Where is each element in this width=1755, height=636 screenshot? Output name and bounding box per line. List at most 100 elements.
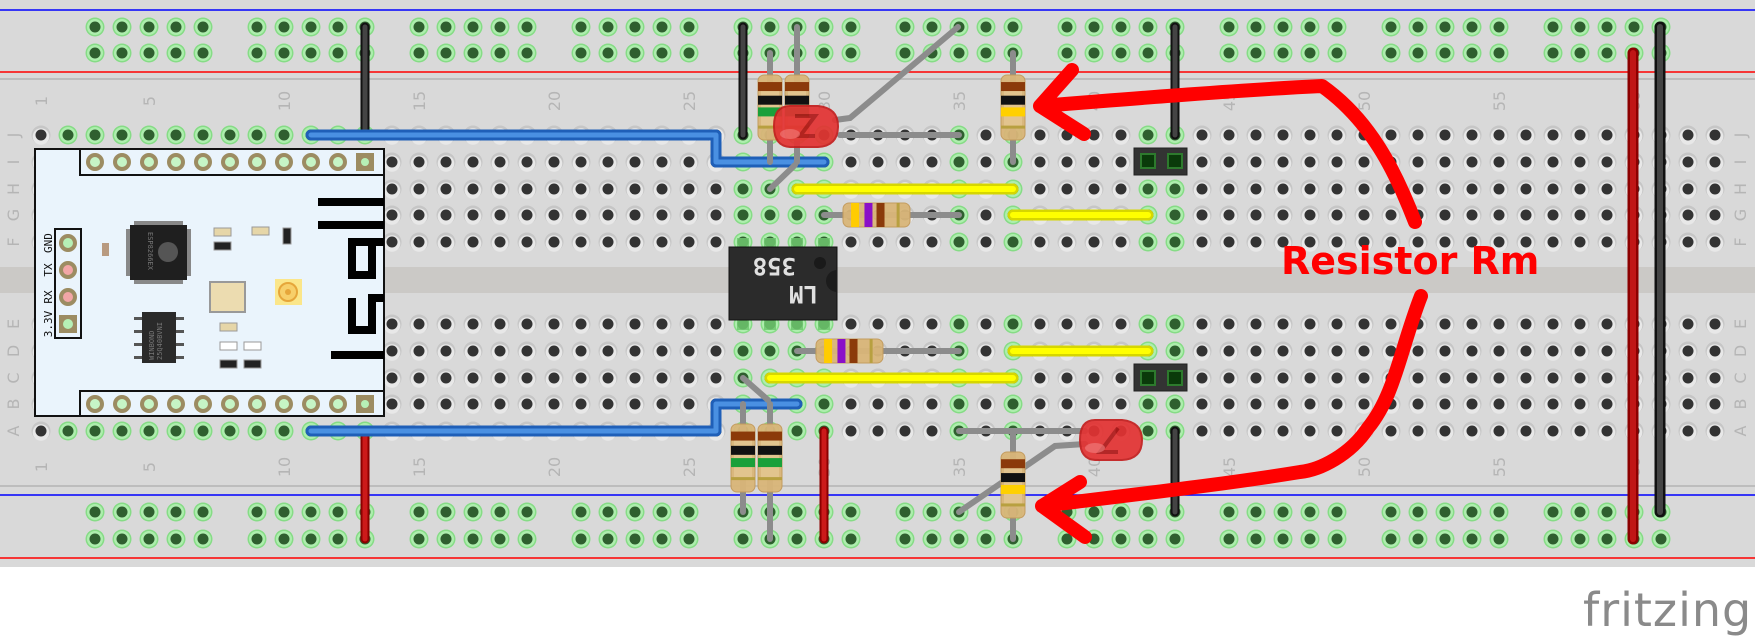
rail-hole[interactable] [787, 529, 807, 549]
esp-header-pin[interactable] [248, 153, 266, 171]
rail-hole[interactable] [1246, 17, 1266, 37]
hole-A10[interactable] [274, 421, 294, 441]
rail-hole[interactable] [274, 43, 294, 63]
hole-F59[interactable] [1597, 232, 1617, 252]
rail-hole[interactable] [409, 43, 429, 63]
rail-hole[interactable] [247, 502, 267, 522]
hole-F54[interactable] [1462, 232, 1482, 252]
hole-I23[interactable] [625, 152, 645, 172]
hole-H54[interactable] [1462, 179, 1482, 199]
rail-hole[interactable] [1462, 529, 1482, 549]
hole-G18[interactable] [490, 205, 510, 225]
rail-hole[interactable] [436, 529, 456, 549]
rail-hole[interactable] [517, 502, 537, 522]
hole-G25[interactable] [679, 205, 699, 225]
hole-H46[interactable] [1246, 179, 1266, 199]
hole-D58[interactable] [1570, 341, 1590, 361]
hole-E22[interactable] [598, 314, 618, 334]
hole-B44[interactable] [1192, 394, 1212, 414]
hole-B23[interactable] [625, 394, 645, 414]
hole-A31[interactable] [841, 421, 861, 441]
hole-F20[interactable] [544, 232, 564, 252]
hole-G49[interactable] [1327, 205, 1347, 225]
hole-J54[interactable] [1462, 125, 1482, 145]
hole-G47[interactable] [1273, 205, 1293, 225]
hole-C24[interactable] [652, 368, 672, 388]
rail-hole[interactable] [1327, 17, 1347, 37]
hole-A42[interactable] [1138, 421, 1158, 441]
rail-hole[interactable] [841, 43, 861, 63]
hole-I52[interactable] [1408, 152, 1428, 172]
hole-H42[interactable] [1138, 179, 1158, 199]
hole-J42[interactable] [1138, 125, 1158, 145]
rail-hole[interactable] [895, 529, 915, 549]
rail-hole[interactable] [436, 17, 456, 37]
hole-J62[interactable] [1678, 125, 1698, 145]
hole-H50[interactable] [1354, 179, 1374, 199]
hole-A5[interactable] [139, 421, 159, 441]
hole-E62[interactable] [1678, 314, 1698, 334]
hole-I15[interactable] [409, 152, 429, 172]
rail-hole[interactable] [922, 17, 942, 37]
hole-F58[interactable] [1570, 232, 1590, 252]
rail-hole[interactable] [139, 502, 159, 522]
hole-E43[interactable] [1165, 314, 1185, 334]
hole-D16[interactable] [436, 341, 456, 361]
rail-hole[interactable] [1219, 502, 1239, 522]
hole-H55[interactable] [1489, 179, 1509, 199]
hole-D20[interactable] [544, 341, 564, 361]
hole-C18[interactable] [490, 368, 510, 388]
rail-hole[interactable] [517, 43, 537, 63]
hole-I14[interactable] [382, 152, 402, 172]
rail-hole[interactable] [652, 502, 672, 522]
hole-A2[interactable] [58, 421, 78, 441]
rail-hole[interactable] [652, 43, 672, 63]
rail-hole[interactable] [301, 17, 321, 37]
hole-B17[interactable] [463, 394, 483, 414]
rail-hole[interactable] [436, 43, 456, 63]
rail-hole[interactable] [247, 17, 267, 37]
rail-hole[interactable] [139, 529, 159, 549]
hole-A49[interactable] [1327, 421, 1347, 441]
hole-H41[interactable] [1111, 179, 1131, 199]
hole-J7[interactable] [193, 125, 213, 145]
hole-A51[interactable] [1381, 421, 1401, 441]
hole-F31[interactable] [841, 232, 861, 252]
hole-H47[interactable] [1273, 179, 1293, 199]
hole-F53[interactable] [1435, 232, 1455, 252]
rail-hole[interactable] [1381, 43, 1401, 63]
rail-hole[interactable] [1489, 43, 1509, 63]
hole-B24[interactable] [652, 394, 672, 414]
hole-H63[interactable] [1705, 179, 1725, 199]
hole-G21[interactable] [571, 205, 591, 225]
hole-F43[interactable] [1165, 232, 1185, 252]
rail-hole[interactable] [1084, 502, 1104, 522]
rail-hole[interactable] [1489, 529, 1509, 549]
hole-C44[interactable] [1192, 368, 1212, 388]
hole-E57[interactable] [1543, 314, 1563, 334]
rail-hole[interactable] [1300, 43, 1320, 63]
hole-C39[interactable] [1057, 368, 1077, 388]
rail-hole[interactable] [1219, 529, 1239, 549]
hole-B31[interactable] [841, 394, 861, 414]
hole-E16[interactable] [436, 314, 456, 334]
hole-E54[interactable] [1462, 314, 1482, 334]
hole-H23[interactable] [625, 179, 645, 199]
gnd-pin[interactable] [59, 234, 77, 252]
hole-C14[interactable] [382, 368, 402, 388]
hole-B41[interactable] [1111, 394, 1131, 414]
hole-C46[interactable] [1246, 368, 1266, 388]
rail-hole[interactable] [166, 502, 186, 522]
hole-F63[interactable] [1705, 232, 1725, 252]
hole-J47[interactable] [1273, 125, 1293, 145]
rail-hole[interactable] [1462, 43, 1482, 63]
hole-A59[interactable] [1597, 421, 1617, 441]
rail-hole[interactable] [85, 529, 105, 549]
hole-A29[interactable] [787, 421, 807, 441]
rail-hole[interactable] [1489, 17, 1509, 37]
hole-H38[interactable] [1030, 179, 1050, 199]
hole-J63[interactable] [1705, 125, 1725, 145]
hole-E53[interactable] [1435, 314, 1455, 334]
hole-B35[interactable] [949, 394, 969, 414]
hole-A32[interactable] [868, 421, 888, 441]
